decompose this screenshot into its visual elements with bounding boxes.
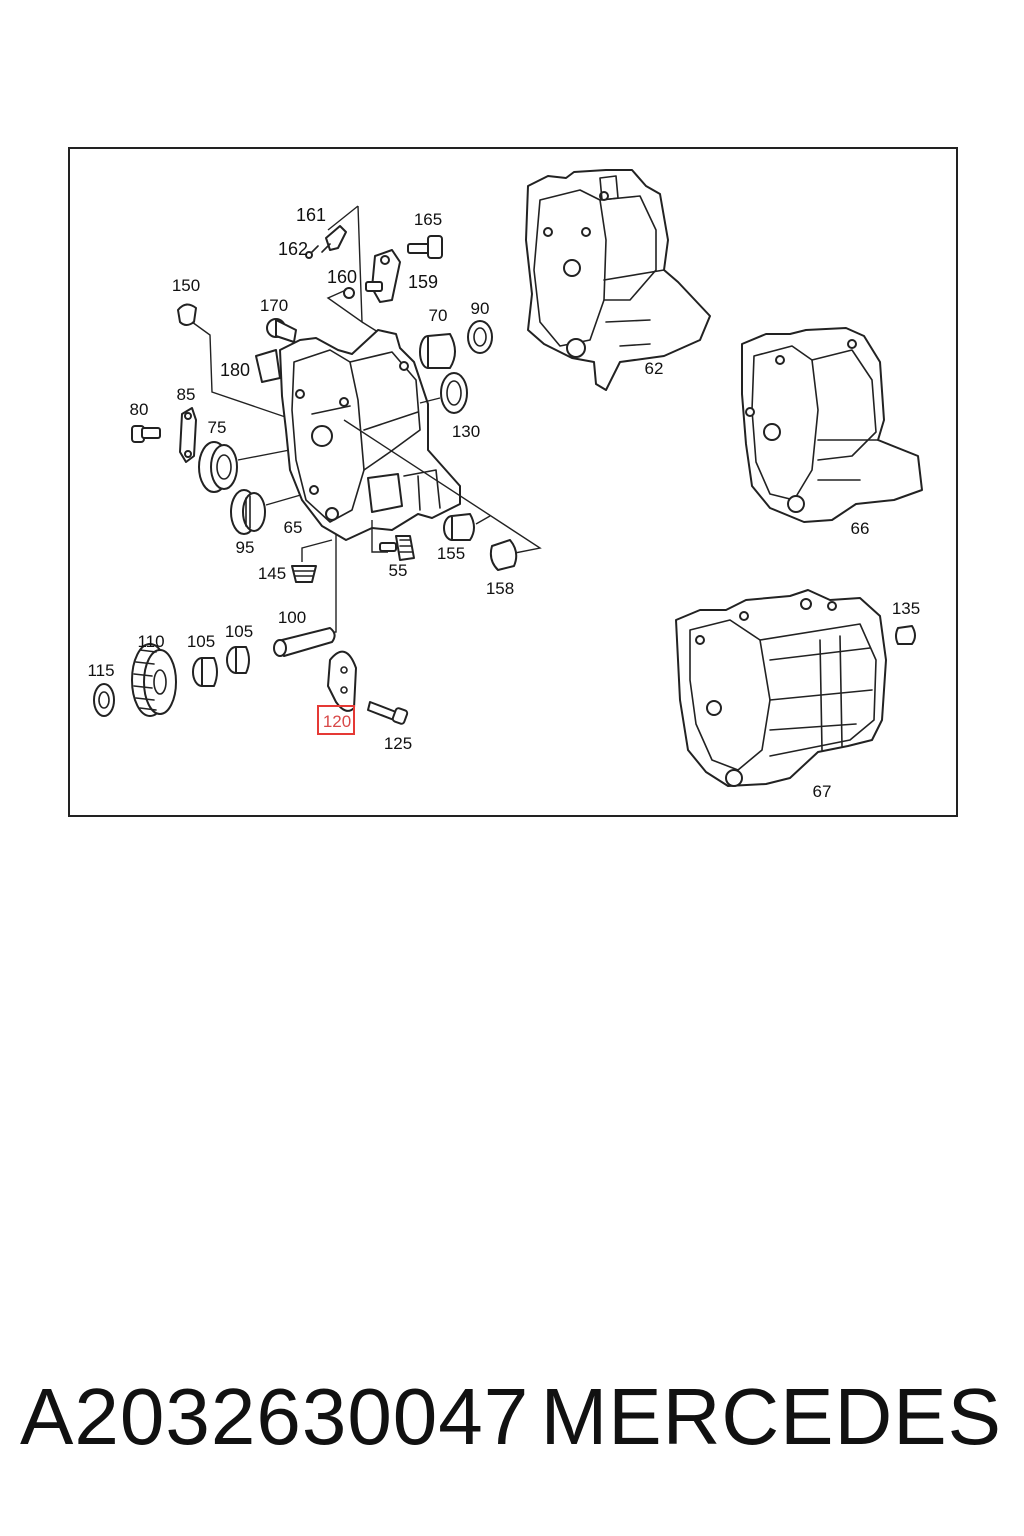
label-170: 170 bbox=[260, 296, 288, 315]
part-70-bushing bbox=[419, 333, 456, 369]
part-135-plug bbox=[895, 625, 916, 645]
label-67: 67 bbox=[813, 782, 832, 801]
label-70: 70 bbox=[429, 306, 448, 325]
label-100: 100 bbox=[278, 608, 306, 627]
part-170-bushing bbox=[266, 318, 297, 343]
label-162: 162 bbox=[278, 239, 308, 259]
part-100-shaft bbox=[273, 627, 336, 657]
part-95-bearing bbox=[230, 489, 266, 535]
label-90: 90 bbox=[471, 299, 490, 318]
part-80-screw bbox=[131, 425, 161, 443]
part-75-bearing bbox=[198, 441, 238, 493]
housing-variant-62 bbox=[525, 169, 711, 391]
leader-top-group bbox=[326, 205, 363, 324]
highlight-box-120 bbox=[317, 705, 355, 735]
diagram-frame bbox=[68, 147, 958, 817]
part-130-seal bbox=[440, 372, 468, 414]
label-85: 85 bbox=[177, 385, 196, 404]
label-159: 159 bbox=[408, 272, 438, 292]
label-62: 62 bbox=[645, 359, 664, 378]
part-105-bearing-a bbox=[192, 657, 218, 687]
label-55: 55 bbox=[389, 561, 408, 580]
part-145-plug bbox=[291, 565, 317, 583]
part-105-bearing-b bbox=[226, 646, 250, 674]
label-158: 158 bbox=[486, 579, 514, 598]
label-120-highlighted: 120 bbox=[323, 712, 351, 731]
part-180-shim bbox=[255, 349, 281, 383]
label-66: 66 bbox=[851, 519, 870, 538]
part-150-plug bbox=[177, 303, 197, 326]
main-housing-65 bbox=[279, 329, 461, 541]
label-105-a: 105 bbox=[187, 632, 215, 651]
label-75: 75 bbox=[208, 418, 227, 437]
footer-caption: A2032630047 MERCEDES bbox=[0, 1362, 1024, 1472]
label-180: 180 bbox=[220, 360, 250, 380]
housing-variant-66 bbox=[741, 327, 923, 523]
label-155: 155 bbox=[437, 544, 465, 563]
label-65: 65 bbox=[284, 518, 303, 537]
label-110: 110 bbox=[137, 632, 164, 651]
part-155-bushing bbox=[443, 513, 475, 541]
label-160: 160 bbox=[327, 267, 357, 287]
part-120-plate bbox=[327, 650, 357, 712]
part-55-gear bbox=[379, 535, 415, 561]
part-110-gear bbox=[131, 643, 177, 717]
brand-name: MERCEDES bbox=[540, 1372, 1002, 1461]
label-130: 130 bbox=[452, 422, 480, 441]
label-105-b: 105 bbox=[225, 622, 253, 641]
part-125-bolt bbox=[367, 701, 409, 725]
label-145: 145 bbox=[258, 564, 286, 583]
label-80: 80 bbox=[130, 400, 149, 419]
part-158-sleeve bbox=[489, 539, 518, 571]
part-162-pin bbox=[305, 245, 319, 259]
label-165: 165 bbox=[414, 210, 442, 229]
label-125: 125 bbox=[384, 734, 412, 753]
housing-variant-67 bbox=[675, 589, 887, 787]
part-115-washer bbox=[93, 683, 115, 717]
part-160-washer bbox=[343, 287, 355, 299]
part-161-clip bbox=[321, 225, 347, 253]
part-number: A2032630047 bbox=[20, 1372, 530, 1461]
part-85-link bbox=[179, 407, 197, 463]
part-165-bolt bbox=[407, 235, 443, 259]
label-135: 135 bbox=[892, 599, 920, 618]
label-95: 95 bbox=[236, 538, 255, 557]
label-115: 115 bbox=[87, 661, 114, 680]
part-90-seal bbox=[467, 320, 493, 354]
label-161: 161 bbox=[296, 205, 326, 225]
label-150: 150 bbox=[172, 276, 200, 295]
part-159-lever bbox=[365, 249, 401, 303]
